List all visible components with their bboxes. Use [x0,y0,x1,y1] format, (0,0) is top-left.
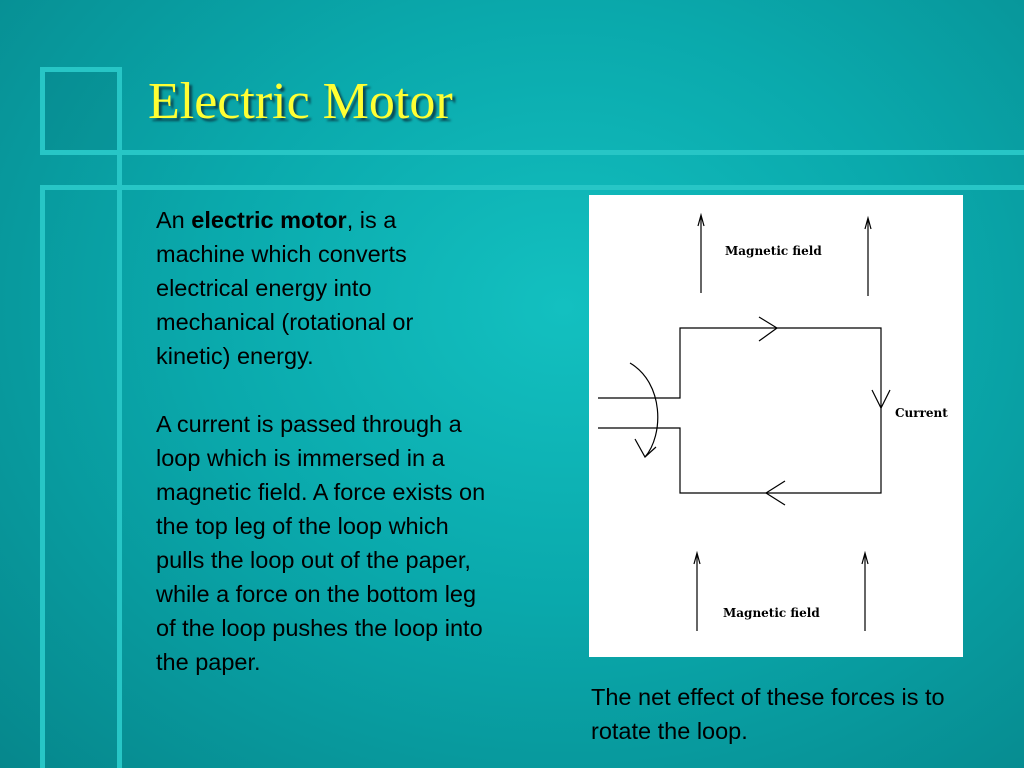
rotation-arc [629,362,659,458]
label-magnetic-field-bottom: Magnetic field [723,606,820,620]
decorative-line-left [40,185,45,768]
field-arrowhead-top-left [697,212,705,227]
loop-wire [598,327,882,494]
magnetic-field-arrows-bottom [693,550,869,631]
current-arrow-bottom [764,480,786,506]
current-arrow-top [758,316,779,342]
magnetic-field-arrows-top [697,212,872,296]
rotation-arrowhead [634,438,657,458]
label-current: Current [895,406,948,420]
decorative-line-right [117,67,122,768]
definition-rest: , is a machine which converts electrical… [156,207,414,369]
definition-term: electric motor [191,207,347,233]
current-loop [598,316,891,506]
slide-body-text: An electric motor, is a machine which co… [156,203,486,679]
decorative-line-top [40,150,1024,155]
paragraph-explanation: A current is passed through a loop which… [156,411,486,675]
field-arrowhead-bottom-right [861,550,869,565]
decorative-frame-box [40,67,122,155]
label-magnetic-field-top: Magnetic field [725,244,822,258]
current-arrow-right [871,389,891,410]
decorative-line-middle [40,185,1024,190]
motor-loop-diagram: Magnetic field Current Magnetic field [589,195,963,657]
field-arrowhead-top-right [864,215,872,230]
definition-prefix: An [156,207,192,233]
slide-title: Electric Motor [148,73,453,130]
figure-caption: The net effect of these forces is to rot… [591,684,945,744]
field-arrowhead-bottom-left [693,550,701,565]
paragraph-definition: An electric motor, is a machine which co… [156,203,486,373]
